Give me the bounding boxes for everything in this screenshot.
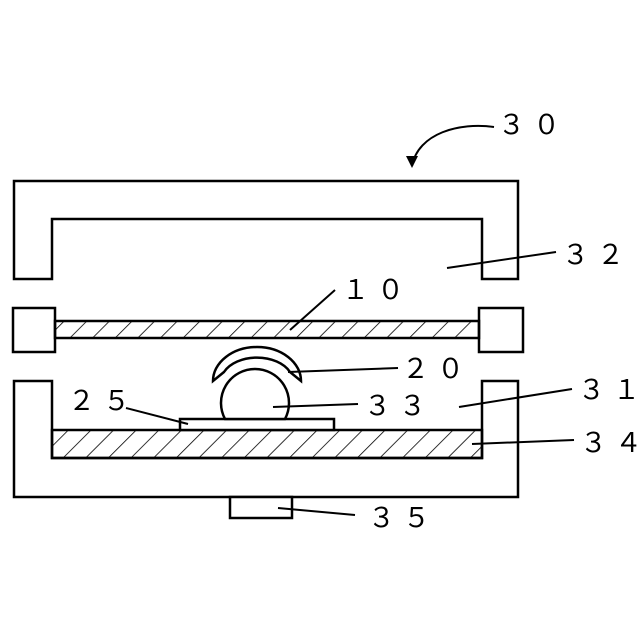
lens-material — [221, 369, 289, 419]
label-heater: ３５ — [368, 503, 438, 534]
pedestal — [180, 419, 334, 430]
left-clamp — [13, 308, 55, 352]
label-apparatus: ３０ — [498, 110, 568, 141]
label-lens-material: ３３ — [364, 391, 434, 422]
label-substrate: １０ — [342, 275, 412, 306]
label-heating-plate: ３４ — [580, 428, 640, 459]
substrate — [55, 321, 479, 338]
label-pedestal: ２５ — [68, 386, 138, 417]
label-mold: ２０ — [402, 354, 472, 385]
heating-plate — [52, 430, 482, 458]
label-lower-casing: ３１ — [578, 375, 640, 406]
arrow-30 — [406, 156, 418, 168]
upper-casing — [14, 181, 518, 279]
leader-20 — [288, 368, 398, 372]
right-clamp — [479, 308, 523, 352]
label-upper-casing: ３２ — [562, 240, 632, 271]
leader-30 — [412, 126, 494, 166]
